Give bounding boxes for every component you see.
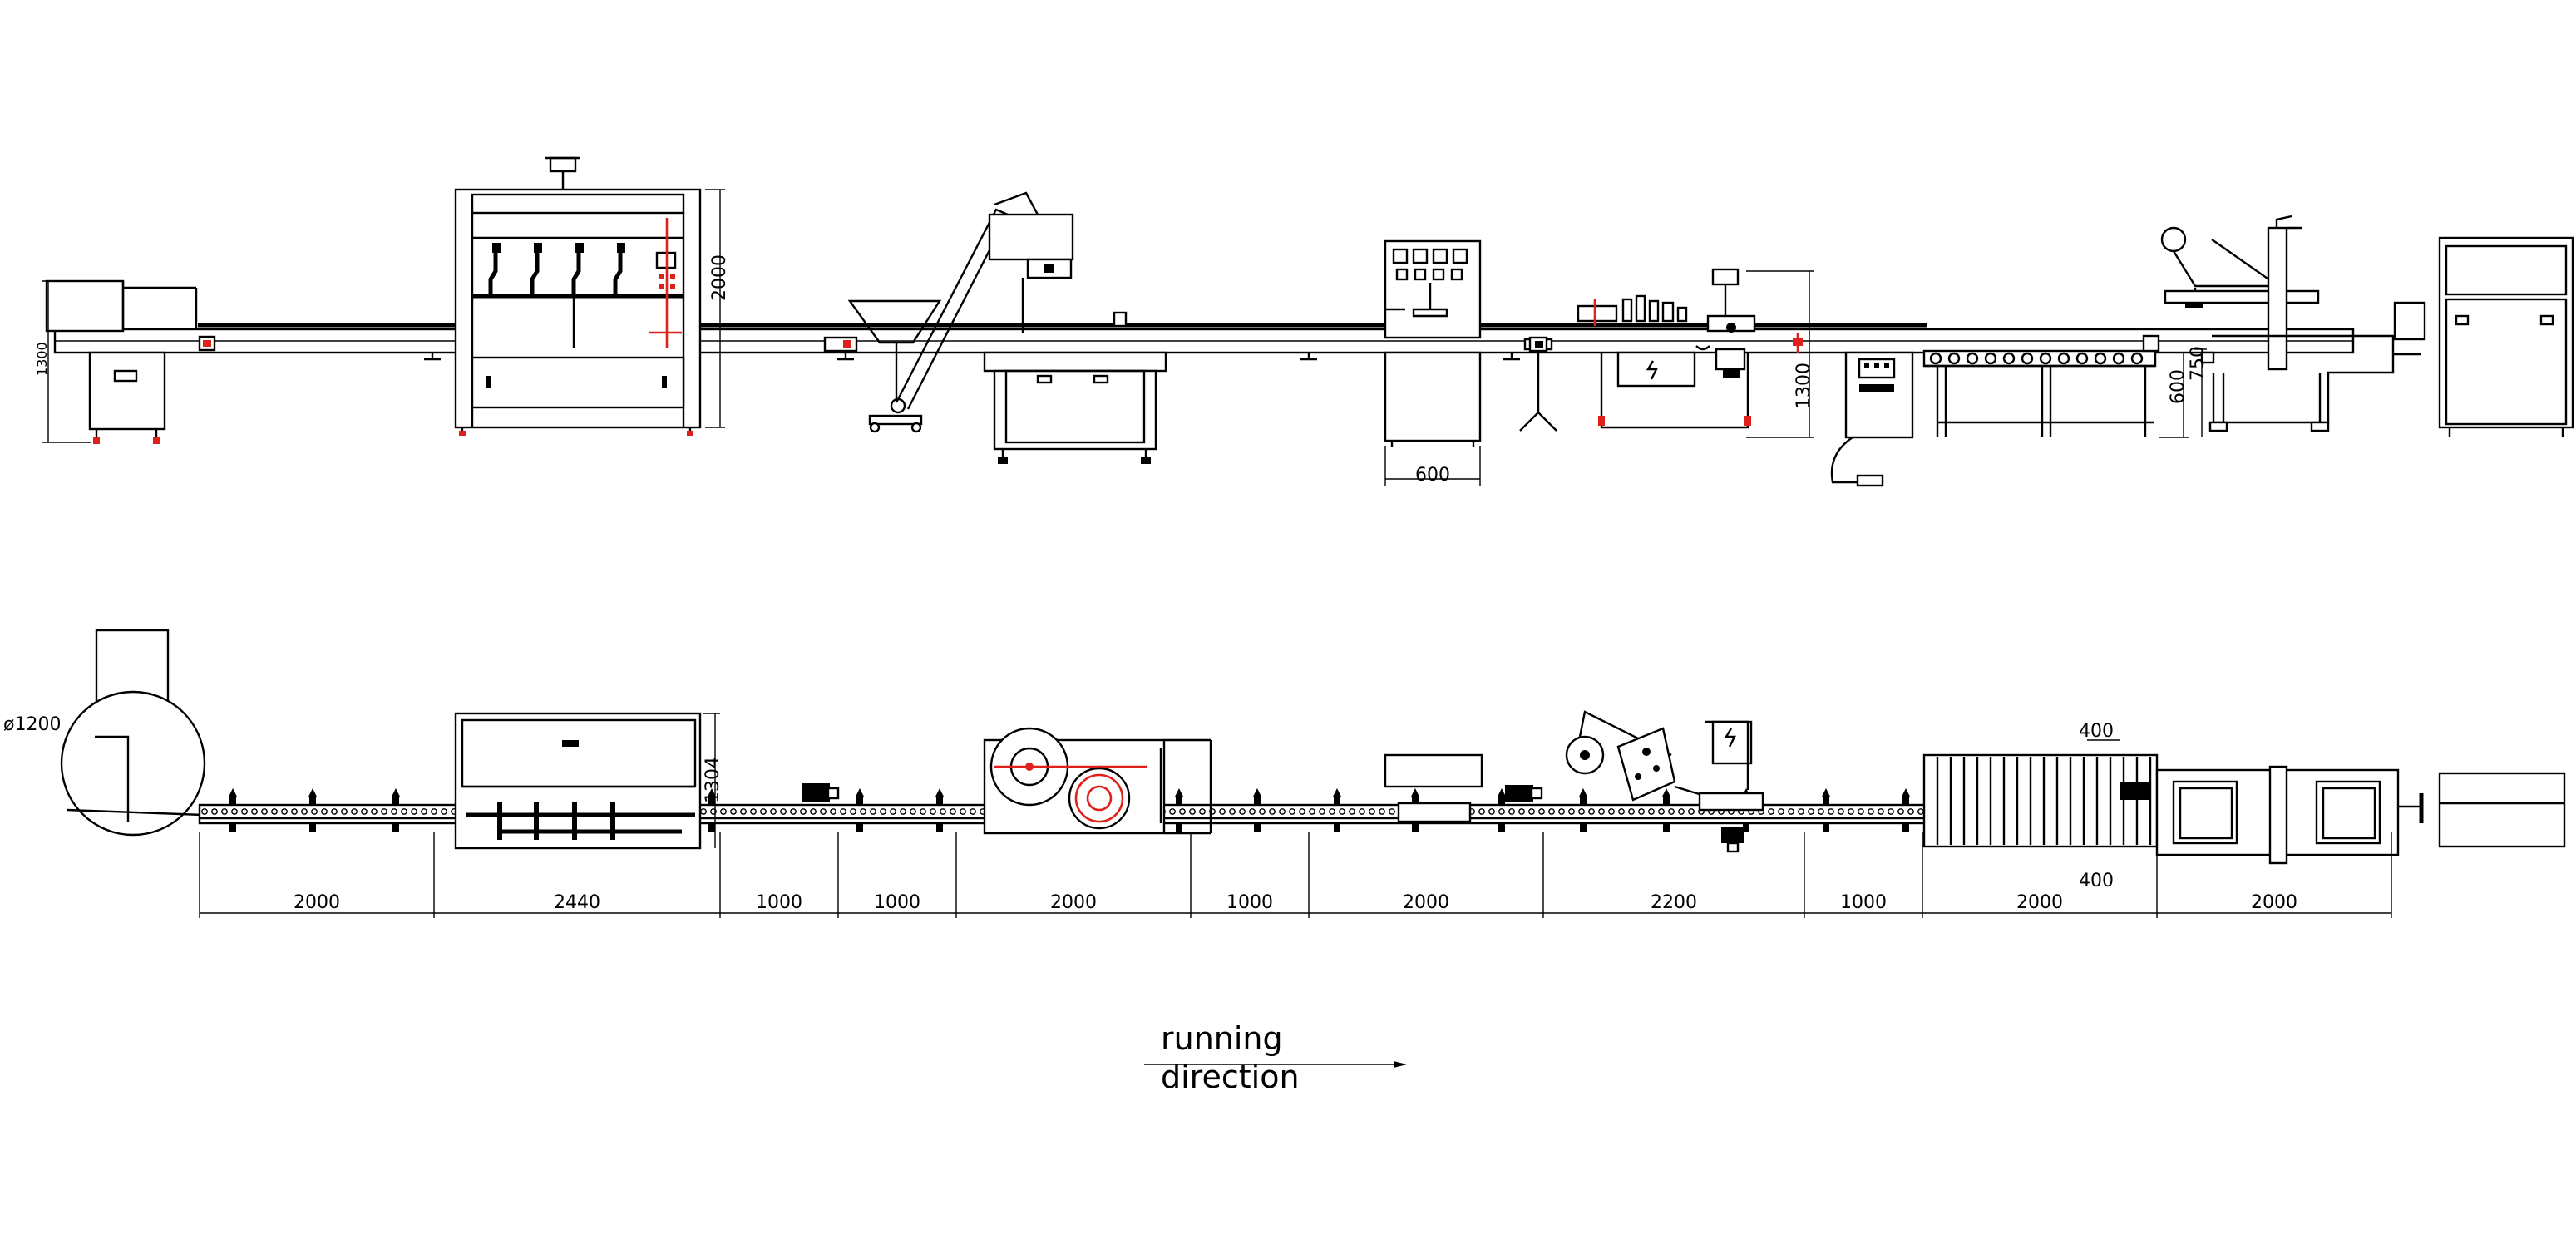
running-direction-arrow: running direction <box>1144 1020 1407 1095</box>
length-dimension-label: 2000 <box>294 892 340 913</box>
length-dimension-label: 1000 <box>1840 892 1887 913</box>
length-dimension-label: 1000 <box>756 892 802 913</box>
length-dimension-label: 1000 <box>874 892 920 913</box>
length-dimension-label: 2000 <box>1403 892 1449 913</box>
dim-labeler-width-bottom: 400 <box>2079 871 2114 891</box>
length-dimension-label: 1000 <box>1226 892 1273 913</box>
sealer-top-view <box>1384 753 1543 823</box>
length-dimension-label: 2440 <box>554 892 600 913</box>
dim-filler-height: 2000 <box>709 254 730 301</box>
carton-machine-top <box>2438 772 2566 848</box>
direction-label-line2: direction <box>1161 1059 1300 1095</box>
carton-machine <box>2438 236 2574 437</box>
dim-filler-depth: 1304 <box>703 757 723 803</box>
carton-sealer-top <box>2155 765 2424 865</box>
length-dimension-label: 2000 <box>2251 892 2297 913</box>
accumulation-table-top: 400 400 <box>1922 721 2159 891</box>
labeling-machine: 1300 <box>1528 268 1814 438</box>
dim-sealer-height: 750 <box>2188 346 2208 381</box>
length-dimension-label: 2000 <box>2016 892 2063 913</box>
carton-sealer <box>2160 215 2426 432</box>
dim-feeder-height: 1300 <box>34 342 50 376</box>
rotary-turntable: ø1200 <box>3 629 206 837</box>
capper-top-view <box>983 727 1212 835</box>
dim-labeler-height: 1300 <box>1794 363 1814 409</box>
elevation-conveyor <box>53 323 2355 361</box>
dim-control-width: 600 <box>1415 465 1450 486</box>
date-coder <box>1830 351 1914 487</box>
dim-labeler-width-top: 400 <box>2079 721 2114 742</box>
filler-top-view: 1304 <box>454 712 723 850</box>
filling-machine: 2000 <box>454 156 730 436</box>
feeder-unit: 1300 <box>34 279 216 444</box>
plan-view: ø1200 1304 <box>3 629 2566 918</box>
direction-label-line1: running <box>1161 1020 1283 1057</box>
collecting-conveyor: 600 750 <box>1922 334 2215 438</box>
plan-chain-conveyor <box>198 788 2393 832</box>
dim-turntable-diameter: ø1200 <box>3 714 61 735</box>
length-dimension-label: 2000 <box>1050 892 1097 913</box>
length-dimension-label: 2200 <box>1651 892 1697 913</box>
elevation-view: 1300 <box>34 156 2574 487</box>
length-dimensions: 2000 2440 1000 1000 2000 1000 2000 2200 1000 2000… <box>199 832 2392 918</box>
dim-conveyor-height: 600 <box>2168 369 2189 404</box>
sealing-control-cabinet: 600 <box>1384 239 1557 486</box>
capping-machine <box>847 191 1167 464</box>
labeler-top-view <box>1565 710 1764 853</box>
